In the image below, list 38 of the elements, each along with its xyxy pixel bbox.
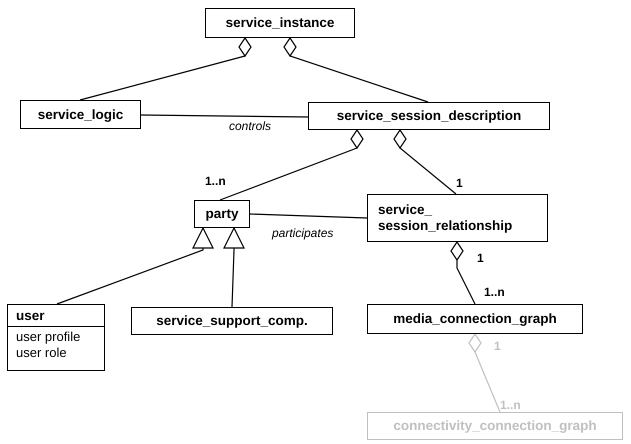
multiplicity-label: 1: [456, 176, 463, 190]
class-box: [367, 412, 623, 440]
class-box: [131, 307, 333, 335]
class-name: party: [205, 206, 238, 222]
aggregation-line: [283, 37, 428, 103]
multiplicity-label: 1..n: [500, 398, 521, 412]
class-name: service_session_description: [336, 108, 522, 124]
class-name: service_support_comp.: [156, 313, 308, 329]
generalization-arrow: [223, 227, 245, 308]
attribute: user role: [16, 345, 68, 361]
aggregation-line: [393, 129, 456, 194]
aggregation-line: [450, 241, 476, 304]
class-box: [308, 102, 550, 130]
aggregation-line: [468, 333, 501, 412]
edge-label: controls: [228, 119, 272, 133]
multiplicity-label: 1: [477, 251, 484, 265]
aggregation-line: [220, 129, 364, 201]
class-box: [20, 100, 141, 129]
class-name: connectivity_connection_graph: [393, 418, 597, 434]
edge-label: participates: [271, 226, 334, 240]
aggregation-line: [80, 37, 252, 101]
class-name: service_logic: [38, 106, 124, 122]
class-box: [367, 194, 548, 242]
multiplicity-label: 1: [494, 339, 501, 353]
class-name: service_instance: [226, 15, 334, 31]
multiplicity-label: 1..n: [205, 174, 226, 188]
class-name: service_ session_relationship: [378, 202, 514, 234]
class-name: media_connection_graph: [393, 311, 557, 327]
class-box: [205, 8, 355, 38]
class-name: user: [15, 307, 46, 325]
attribute: user profile: [16, 329, 82, 345]
class-box: [367, 304, 583, 334]
class-box: [194, 200, 250, 228]
association-line: [141, 114, 308, 118]
association-line: [250, 213, 368, 219]
class-box: [7, 304, 105, 371]
generalization-arrow: [56, 227, 214, 305]
multiplicity-label: 1..n: [484, 285, 505, 299]
